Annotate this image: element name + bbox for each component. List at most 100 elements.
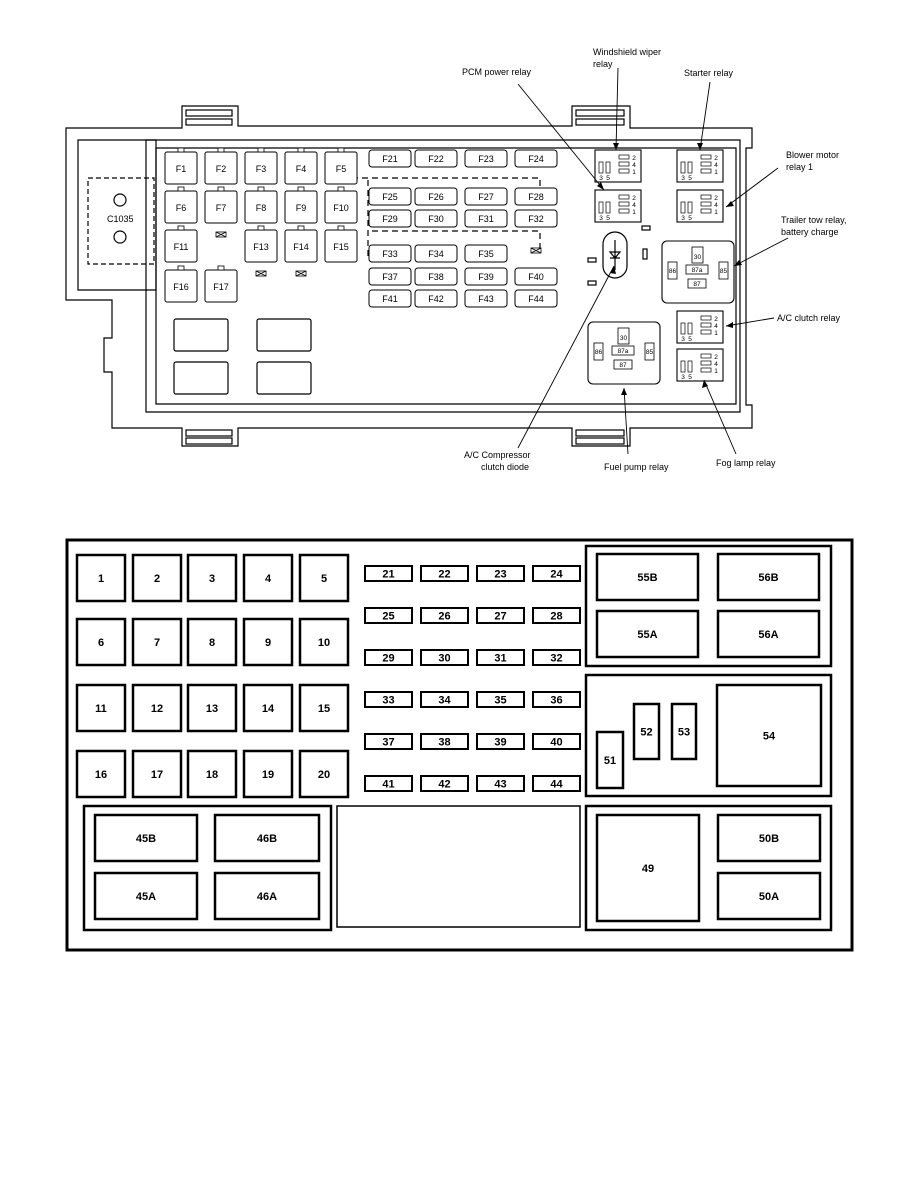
cell-label: 41 [382,779,394,791]
fuse-f22: F22 [414,149,458,168]
fuse-f11: F11 [164,225,198,263]
cell-label: 39 [494,737,506,749]
fuse-39: 39 [476,733,525,750]
fuse-label: F27 [478,192,494,202]
cell-label: 15 [318,703,330,715]
fuse-4: 4 [242,553,294,603]
fuse-label: F34 [428,249,444,259]
fuel-pump-callout-line [623,387,629,455]
cell-label: 12 [151,703,163,715]
relay-50A: 50A [716,871,822,921]
fuse-label: F6 [176,203,187,213]
pin-label: 2 [714,354,718,361]
cell-label: 26 [438,611,450,623]
pin-label: 4 [714,323,718,330]
cell-label: 5 [321,573,327,585]
marker-4 [641,225,651,231]
cell-label: 14 [262,703,275,715]
cell-label: 51 [604,755,616,767]
pin-label: 86 [669,268,677,275]
pin-label: 3 [599,215,603,222]
cell-label: 40 [550,737,562,749]
pin-label: 1 [714,169,718,176]
empty-socket-1 [173,318,229,352]
cell-label: 4 [265,573,272,585]
cell-label: 25 [382,611,394,623]
pcm-callout-line [517,83,605,191]
cell-label: 2 [154,573,160,585]
fuse-f40: F40 [514,267,558,286]
fuse-41: 41 [364,775,413,792]
fuse-label: F39 [478,272,494,282]
fuse-15: 15 [298,683,350,733]
fuse-f5: F5 [324,147,358,185]
fuse-f32: F32 [514,209,558,228]
cell-label: 17 [151,769,163,781]
fuse-f7: F7 [204,186,238,224]
latch-top-left [185,109,233,117]
fuse-label: F16 [173,282,189,292]
housing-tray-inner [155,147,737,405]
fuse-label: F28 [528,192,544,202]
label-windshield-wiper-relay-1: Windshield wiper [593,47,661,57]
fuse-label: F11 [174,242,189,252]
cell-label: 20 [318,769,330,781]
fuse-14: 14 [242,683,294,733]
fuse-f34: F34 [414,244,458,263]
fuse-23: 23 [476,565,525,582]
group-relay-bottom-left [82,804,333,932]
fuse-label: F43 [478,294,494,304]
fuse-label: F40 [528,272,544,282]
pin-label: 2 [714,316,718,323]
fuse-22: 22 [420,565,469,582]
spare-mark [255,270,267,277]
fuse-2: 2 [131,553,183,603]
pin-label: 1 [632,169,636,176]
fuse-label: F10 [333,203,349,213]
fuse-37: 37 [364,733,413,750]
fuse-5: 5 [298,553,350,603]
fuse-f41: F41 [368,289,412,308]
fuse-f27: F27 [464,187,508,206]
latch-bottom-right [575,429,625,437]
empty-socket-4 [256,361,312,395]
cell-label: 32 [550,653,562,665]
fuse-f25: F25 [368,187,412,206]
fuse-label: F29 [382,214,398,224]
label-fuel-pump-relay: Fuel pump relay [604,462,669,472]
cell-label: 54 [763,731,776,743]
cell-label: 28 [550,611,562,623]
callout-lines [517,67,789,455]
pin-label: 3 [681,215,685,222]
cell-label: 50B [759,833,779,845]
fuse-35: 35 [476,691,525,708]
pin-label: 5 [688,215,692,222]
callout-arrowheads [597,143,742,395]
cell-label: 43 [494,779,506,791]
cell-label: 9 [265,637,271,649]
fuse-label: F37 [382,272,398,282]
cell-label: 35 [494,695,506,707]
cell-label: 6 [98,637,104,649]
latch-bottom-left-2 [185,437,233,445]
pin-label: 3 [599,175,603,182]
fuse-6: 6 [75,617,127,667]
pin-label: 5 [606,175,610,182]
latch-top-right [575,109,625,117]
spare-mark [215,231,227,238]
pin-label: 30 [620,335,628,342]
pin-label: 2 [714,195,718,202]
fuse-label: F44 [528,294,544,304]
cell-label: 1 [98,573,104,585]
fuse-label: F1 [176,164,187,174]
fuse-label: F5 [336,164,347,174]
cell-label: 33 [382,695,394,707]
fuse-36: 36 [532,691,581,708]
latch-bottom-right-2 [575,437,625,445]
